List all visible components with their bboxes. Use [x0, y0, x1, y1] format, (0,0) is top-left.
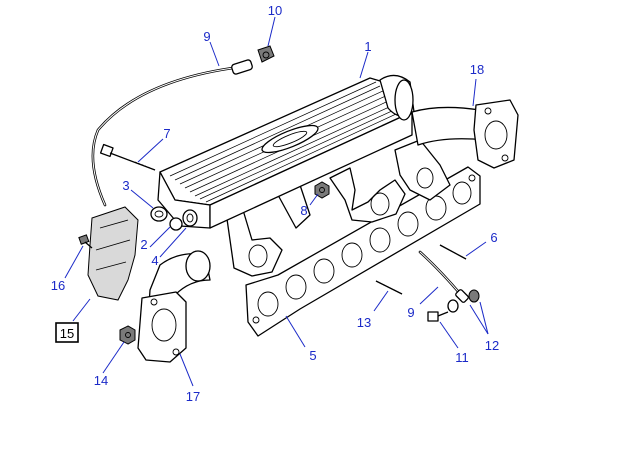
manifold-gasket	[245, 166, 481, 337]
callout-9-upper: 9	[203, 29, 210, 44]
callout-labels: 1 2 3 4 5 6 7 8 9 9 10 11 12 13 14 15 16…	[51, 3, 499, 404]
callout-3: 3	[122, 178, 129, 193]
callout-12: 12	[485, 338, 499, 353]
callout-2: 2	[140, 237, 147, 252]
small-fittings	[150, 206, 198, 231]
screw-16	[78, 234, 93, 249]
manifold-runners	[224, 139, 451, 277]
stud-6	[439, 244, 467, 260]
sensor-cable	[91, 59, 469, 303]
callout-14: 14	[94, 373, 108, 388]
callout-6: 6	[490, 230, 497, 245]
nut-8	[314, 181, 330, 199]
leader-lines	[64, 16, 489, 387]
callout-17: 17	[186, 389, 200, 404]
outlet-pipe	[411, 99, 519, 169]
callout-15-box	[55, 322, 79, 343]
long-bolt	[99, 143, 156, 171]
callout-18: 18	[470, 62, 484, 77]
cable-clip	[257, 45, 275, 63]
callout-16: 16	[51, 278, 65, 293]
callout-7: 7	[163, 126, 170, 141]
callout-13: 13	[357, 315, 371, 330]
nut-14	[119, 325, 136, 345]
bolt-11	[427, 311, 449, 322]
callout-9-lower: 9	[407, 305, 414, 320]
callout-11: 11	[455, 350, 469, 365]
callout-5: 5	[309, 348, 316, 363]
heat-shield	[87, 206, 139, 301]
plenum-chamber	[157, 74, 415, 229]
callout-8: 8	[300, 203, 307, 218]
stud-13	[375, 280, 403, 295]
callout-1: 1	[364, 39, 371, 54]
callout-10: 10	[268, 3, 282, 18]
callout-4: 4	[151, 253, 158, 268]
washers-12	[447, 289, 480, 313]
callout-15: 15	[60, 326, 74, 341]
inlet-elbow	[137, 250, 211, 363]
